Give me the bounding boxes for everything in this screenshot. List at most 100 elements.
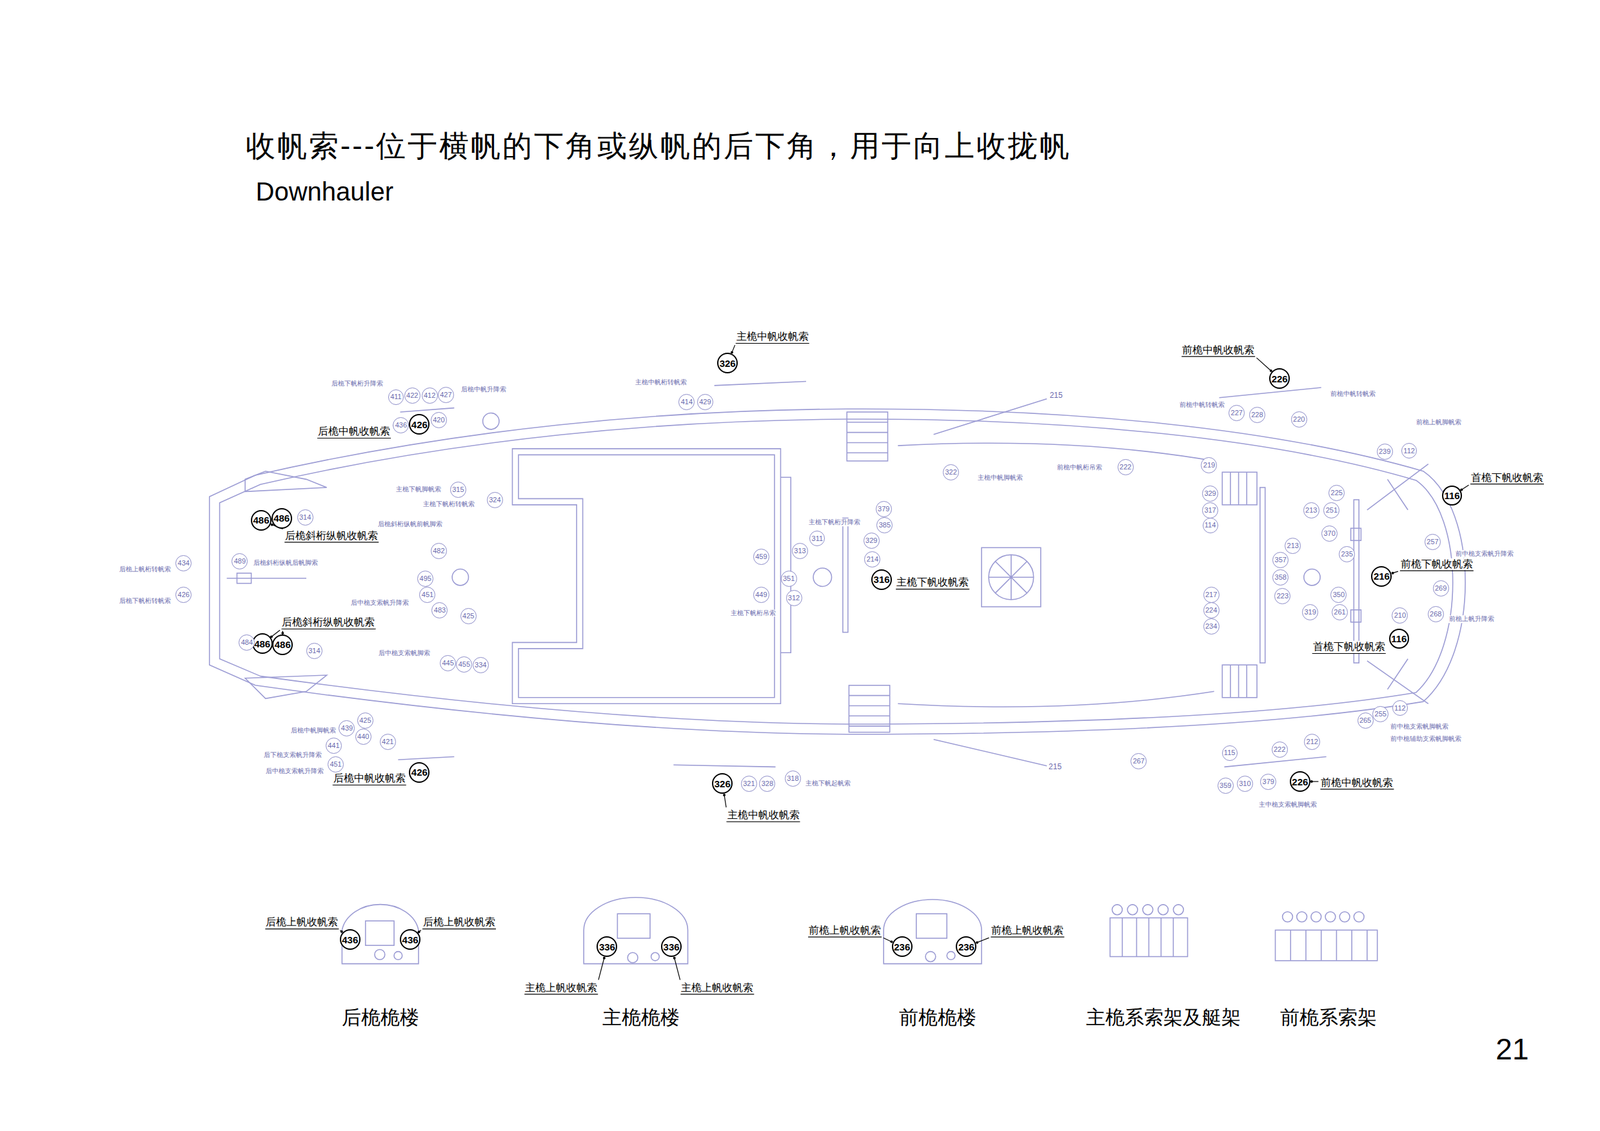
- callout-circle-bold: 436: [399, 929, 421, 950]
- callout-circle: 228: [1249, 406, 1266, 424]
- callout-number: 334: [474, 661, 487, 669]
- rope-label: 前桅中帆收帆索: [1181, 344, 1255, 356]
- callout-circle: 322: [942, 464, 959, 481]
- callout-circle: 315: [450, 481, 467, 498]
- callout-number: 222: [1119, 463, 1132, 471]
- callout-circle: 441: [325, 737, 342, 754]
- label-underline: [317, 437, 391, 439]
- callout-circle: 210: [1391, 607, 1408, 624]
- fore-mast: [1303, 569, 1321, 586]
- rope-note: 前桅中帆转帆索: [1329, 390, 1377, 398]
- callout-number: 426: [411, 419, 428, 430]
- grating-bars: [1230, 472, 1247, 505]
- callout-circle: 414: [678, 394, 695, 411]
- callout-number: 261: [1333, 608, 1346, 616]
- callout-number: 426: [177, 591, 190, 599]
- callout-circle: 422: [404, 387, 421, 404]
- label-underline: [1181, 355, 1255, 357]
- view-caption: 前桅桅楼: [898, 1006, 978, 1029]
- callout-circle: 265: [1357, 712, 1374, 729]
- grating-bars: [1230, 664, 1247, 698]
- label-underline: [1400, 570, 1474, 572]
- callout-circle: 267: [1130, 753, 1147, 770]
- callout-circle-bold: 426: [408, 414, 430, 435]
- rope-label: 前桅上帆收帆索: [808, 924, 882, 937]
- callout-number: 440: [357, 733, 369, 741]
- callout-circle: 213: [1284, 537, 1301, 554]
- leader-dot: [1391, 572, 1395, 575]
- callout-number: 227: [1231, 409, 1243, 417]
- quarter-gallery: [245, 675, 327, 699]
- rail-block: [1339, 911, 1350, 923]
- rope-label: 前桅上帆收帆索: [990, 924, 1065, 937]
- callout-number: 429: [699, 398, 711, 406]
- rope-label: 前桅中帆收帆索: [1320, 776, 1394, 789]
- callout-number: 210: [1394, 612, 1406, 620]
- callout-circle-bold: 336: [596, 936, 618, 958]
- callout-number: 329: [1204, 490, 1216, 498]
- callout-number: 379: [1262, 778, 1275, 786]
- callout-circle: 311: [809, 530, 825, 547]
- callout-circle: 114: [1202, 517, 1219, 534]
- callout-number: 411: [390, 393, 402, 401]
- rope-label: 后桅中帆收帆索: [317, 425, 391, 438]
- rope-label: 首桅下帆收帆索: [1470, 471, 1544, 484]
- callout-circle: 439: [338, 720, 355, 737]
- callout-circle: 223: [1274, 588, 1291, 605]
- callout-number: 379: [877, 505, 890, 513]
- callout-circle: 239: [1376, 443, 1393, 460]
- callout-number: 319: [1303, 608, 1316, 616]
- callout-circle: 412: [421, 387, 438, 404]
- callout-circle-bold: 116: [1389, 628, 1410, 649]
- callout-circle: 445: [439, 655, 456, 672]
- callout-circle-bold: 336: [661, 936, 682, 958]
- rope-label: 主桅中帆收帆索: [726, 809, 801, 821]
- main-fife-rail: [1109, 917, 1188, 957]
- label-underline: [808, 937, 882, 938]
- callout-number: 451: [421, 591, 434, 599]
- callout-number: 459: [755, 553, 767, 561]
- callout-circle-bold: 486: [271, 508, 293, 529]
- callout-number: 268: [1429, 610, 1442, 618]
- callout-number: 215: [1047, 762, 1063, 772]
- callout-circle: 427: [437, 386, 455, 404]
- subtitle: Downhauler: [255, 176, 395, 207]
- callout-circle: 357: [1272, 552, 1289, 569]
- callout-number: 357: [1274, 556, 1287, 564]
- callout-number: 322: [944, 468, 957, 476]
- callout-circle: 434: [175, 555, 192, 572]
- callout-number: 223: [1276, 592, 1289, 600]
- boom-jaw: [236, 573, 251, 584]
- callout-circle: 310: [1236, 775, 1254, 792]
- callout-circle: 257: [1424, 533, 1441, 551]
- label-underline: [284, 541, 379, 543]
- view-caption: 主桅系索架及艇架: [1085, 1006, 1242, 1029]
- callout-number: 314: [299, 513, 311, 522]
- callout-circle: 112: [1401, 443, 1417, 459]
- callout-number: 216: [1373, 571, 1390, 582]
- callout-circle: 115: [1222, 745, 1238, 761]
- callout-circle: 222: [1271, 741, 1288, 758]
- callout-number: 225: [1331, 489, 1343, 497]
- top-block: [627, 952, 638, 963]
- callout-number: 434: [177, 559, 190, 567]
- rope-label: 后桅中帆收帆索: [332, 772, 407, 785]
- rope-note: 主桅中帆脚帆索: [977, 474, 1024, 482]
- rail-block: [1127, 904, 1138, 916]
- callout-circle: 451: [419, 586, 436, 603]
- callout-number: 116: [1443, 490, 1460, 501]
- callout-circle: 318: [784, 770, 801, 787]
- rope-note: 主中桅支索帆脚帆索: [1258, 801, 1318, 810]
- callout-number: 449: [755, 591, 767, 599]
- callout-number: 257: [1426, 538, 1439, 546]
- ladder-steps: [846, 422, 888, 453]
- callout-circle: 358: [1272, 569, 1289, 586]
- callout-number: 314: [308, 647, 320, 655]
- leader-dot: [1310, 780, 1314, 783]
- rope-note: 主桅下帆脚帆索: [395, 486, 442, 494]
- callout-number: 235: [1340, 550, 1353, 558]
- callout-circle: 495: [417, 570, 434, 587]
- callout-number: 425: [462, 612, 475, 620]
- rope-note: 后桅中帆脚帆索: [290, 726, 337, 735]
